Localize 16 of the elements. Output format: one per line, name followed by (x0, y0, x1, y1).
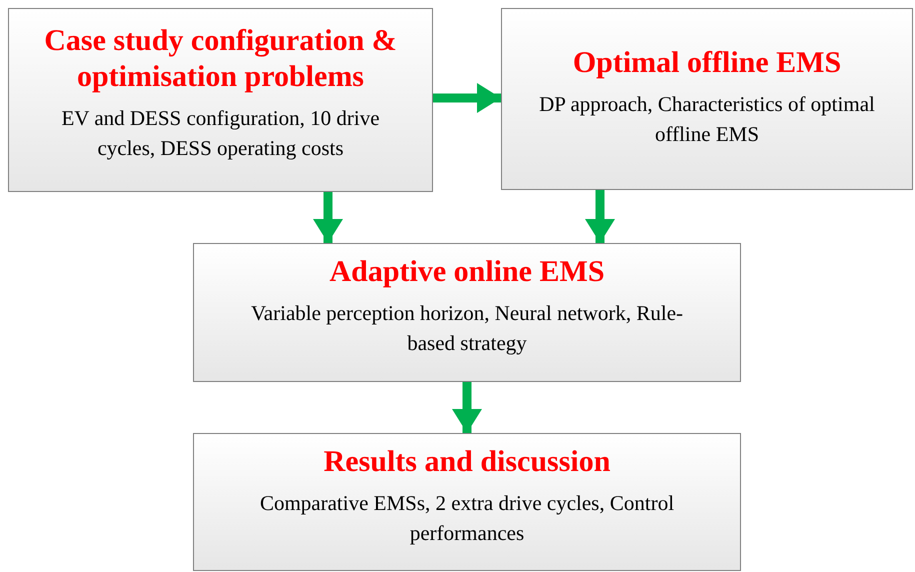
box-description: Variable perception horizon, Neural network, Rule-based strategy (250, 300, 684, 357)
arrow (433, 83, 501, 113)
box-title: Case study configuration & optimisation problems (43, 23, 398, 95)
arrow (585, 190, 615, 243)
box-title: Adaptive online EMS (329, 254, 605, 290)
box-description: Comparative EMSs, 2 extra drive cycles, Control performances (258, 490, 676, 547)
box-description: EV and DESS configuration, 10 drive cycles, DESS operating costs (60, 105, 381, 162)
process-box (193, 243, 741, 382)
process-box (193, 433, 741, 571)
process-box (8, 8, 433, 192)
process-box (501, 8, 913, 190)
arrow (313, 192, 343, 243)
arrow (452, 382, 482, 433)
box-title: Results and discussion (324, 444, 610, 480)
box-description: DP approach, Characteristics of optimal offline EMS (538, 91, 876, 148)
box-title: Optimal offline EMS (572, 45, 842, 81)
